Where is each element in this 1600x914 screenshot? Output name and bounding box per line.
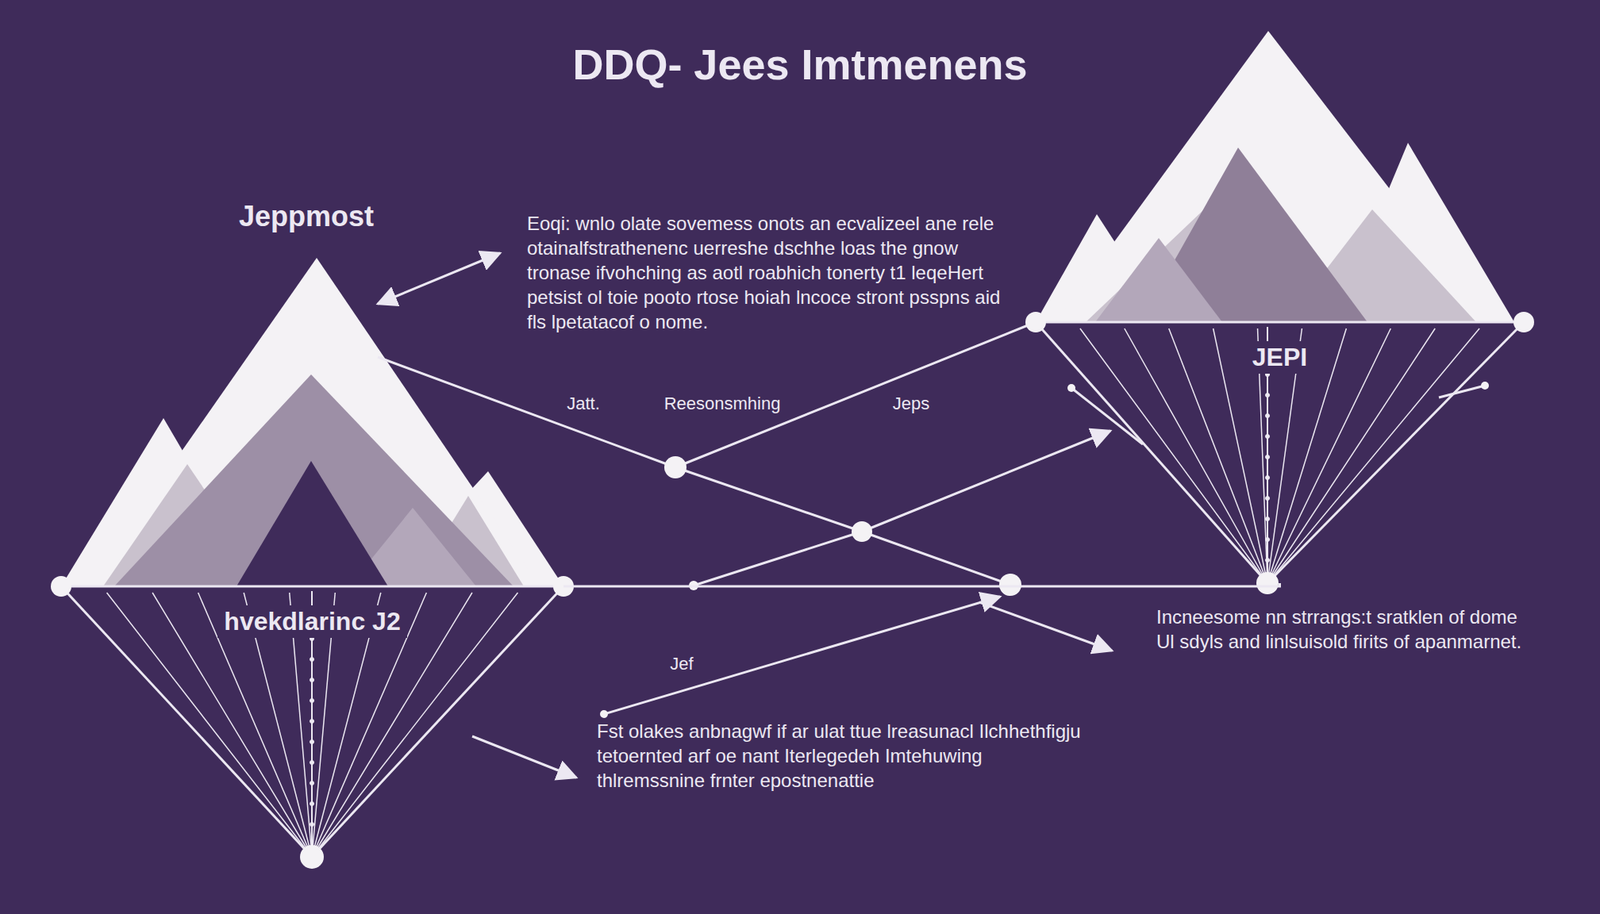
left-mountain xyxy=(61,257,564,587)
fan-dot xyxy=(310,802,315,807)
fan-dot xyxy=(1265,434,1270,439)
label-box: Jeps xyxy=(879,393,943,415)
fan-dot xyxy=(310,657,315,662)
text-label: Jeppmost xyxy=(235,200,377,233)
fan-dot xyxy=(310,699,315,704)
fan-dot xyxy=(1265,455,1270,460)
note-text: Fst olakes anbnagwf if ar ulat ttue lrea… xyxy=(596,719,1089,793)
text-label: Jeps xyxy=(889,393,933,414)
connector xyxy=(563,583,1281,587)
fan-dot xyxy=(310,823,315,827)
label-box: Reesonsmhing xyxy=(650,393,794,415)
funnel-node: hvekdlarinc J2 xyxy=(61,586,564,858)
junction-dots xyxy=(50,311,1535,870)
node-label: hvekdlarinc J2 xyxy=(217,605,407,639)
title: DDQ- Jees Imtmenens xyxy=(0,39,1600,89)
label-box: Jatt. xyxy=(551,393,616,415)
text-label: Jatt. xyxy=(563,393,604,414)
label-box: Jef xyxy=(657,653,706,675)
fan-dot xyxy=(1265,393,1270,398)
label-box: Jeppmost xyxy=(214,200,399,234)
fan-dot xyxy=(310,781,315,786)
note-text: Incneesome nn strrangs:t sratklen of dom… xyxy=(1156,604,1530,654)
text-label: Reesonsmhing xyxy=(661,393,785,414)
fan-dot xyxy=(1265,517,1270,522)
fan-dot xyxy=(1265,476,1270,481)
fan-dot xyxy=(1265,414,1270,419)
right-mountain xyxy=(1035,30,1515,323)
node-label: JEPI xyxy=(1246,341,1314,374)
fan-dot xyxy=(1265,558,1270,563)
note-text: Eoqi: wnlo olate sovemess onots an ecval… xyxy=(526,211,1020,335)
fan-dot xyxy=(1265,538,1270,543)
fan-dot xyxy=(310,761,315,766)
fan-dot xyxy=(310,719,315,724)
text-label: Jef xyxy=(666,653,697,674)
fan-dot xyxy=(1265,496,1270,501)
funnel-lines xyxy=(61,322,1524,858)
funnel-node: JEPI xyxy=(1035,322,1524,584)
fan-dot xyxy=(310,740,315,745)
fan-line xyxy=(1080,328,1268,584)
fan-dot xyxy=(310,678,315,683)
